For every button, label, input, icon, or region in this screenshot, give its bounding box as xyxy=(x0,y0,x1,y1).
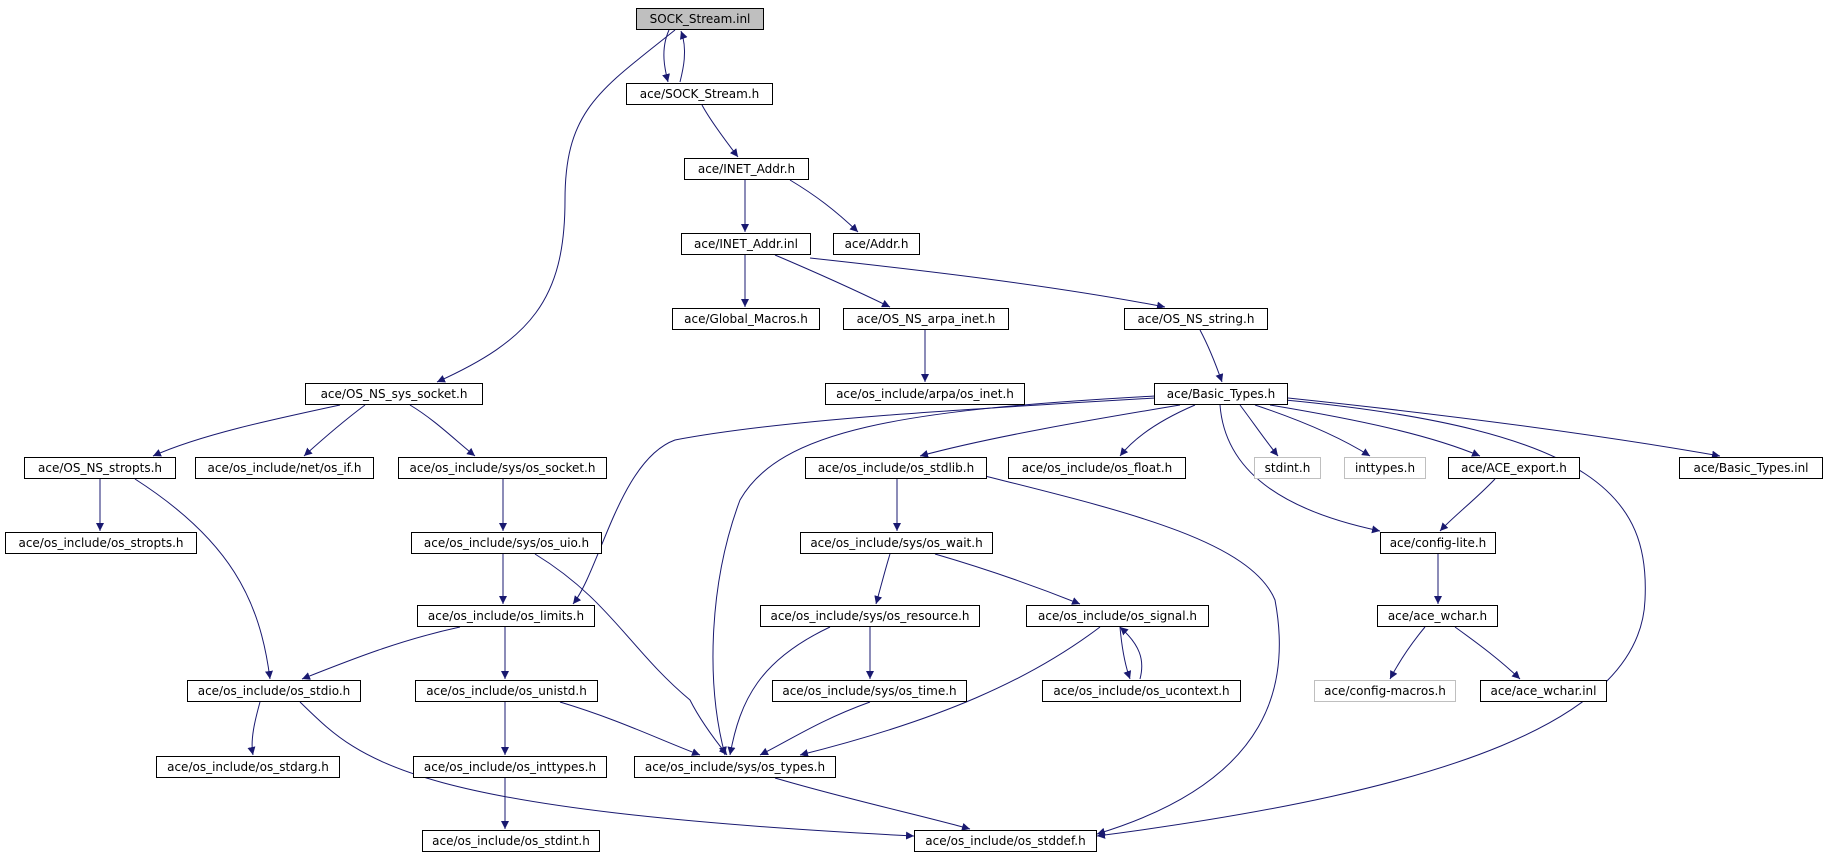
node-os-ns-sys-socket-h[interactable]: ace/OS_NS_sys_socket.h xyxy=(305,383,483,405)
edge-basic-types-h-to-os-limits-h xyxy=(572,397,1156,605)
node-ace-export-h[interactable]: ace/ACE_export.h xyxy=(1448,457,1580,479)
edge-sock-stream-inl-to-sock-stream-h xyxy=(662,29,670,83)
node-os-uio-h[interactable]: ace/os_include/sys/os_uio.h xyxy=(411,532,602,554)
edge-os-wait-h-to-os-signal-h xyxy=(934,553,1081,605)
node-os-time-h[interactable]: ace/os_include/sys/os_time.h xyxy=(772,680,967,702)
edge-os-resource-h-to-os-types-h xyxy=(727,626,831,756)
edge-ace-wchar-h-to-config-macros-h xyxy=(1389,626,1426,680)
node-os-wait-h[interactable]: ace/os_include/sys/os_wait.h xyxy=(800,532,993,554)
edge-basic-types-h-to-os-types-h xyxy=(712,395,1156,756)
edge-os-stdlib-h-to-os-stddef-h xyxy=(984,475,1280,836)
node-inet-addr-inl[interactable]: ace/INET_Addr.inl xyxy=(681,233,811,255)
edge-ace-wchar-h-to-ace-wchar-inl xyxy=(1454,626,1521,680)
edge-ace-export-h-to-config-lite-h xyxy=(1439,478,1496,532)
edge-os-stdio-h-to-os-stddef-h xyxy=(299,701,915,840)
edge-os-uio-h-to-os-types-h xyxy=(534,553,728,756)
edge-basic-types-h-to-os-stdlib-h xyxy=(919,404,1181,458)
node-os-ucontext-h[interactable]: ace/os_include/os_ucontext.h xyxy=(1042,680,1241,702)
node-ace-wchar-h[interactable]: ace/ace_wchar.h xyxy=(1377,605,1498,627)
edge-sock-stream-h-to-sock-stream-inl xyxy=(679,30,688,83)
node-sock-stream-h[interactable]: ace/SOCK_Stream.h xyxy=(626,83,773,105)
node-os-ns-arpa-inet-h[interactable]: ace/OS_NS_arpa_inet.h xyxy=(843,308,1009,330)
node-os-stdlib-h[interactable]: ace/os_include/os_stdlib.h xyxy=(805,457,987,479)
node-os-stdio-h[interactable]: ace/os_include/os_stdio.h xyxy=(187,680,361,702)
edge-os-ns-sys-socket-h-to-os-socket-h xyxy=(409,404,476,457)
edge-basic-types-h-to-ace-export-h xyxy=(1269,404,1481,457)
edge-basic-types-h-to-inttypes-h xyxy=(1254,404,1371,457)
edge-os-limits-h-to-os-stdio-h xyxy=(301,626,461,680)
node-ace-wchar-inl[interactable]: ace/ace_wchar.inl xyxy=(1480,680,1607,702)
node-config-macros-h[interactable]: ace/config-macros.h xyxy=(1314,680,1456,702)
node-os-types-h[interactable]: ace/os_include/sys/os_types.h xyxy=(634,756,836,778)
edge-os-ucontext-h-to-os-signal-h xyxy=(1119,626,1143,680)
node-os-signal-h[interactable]: ace/os_include/os_signal.h xyxy=(1026,605,1209,627)
node-os-stdint-h[interactable]: ace/os_include/os_stdint.h xyxy=(422,830,600,852)
edge-basic-types-h-to-stdint-h xyxy=(1239,404,1279,457)
edge-os-ns-string-h-to-basic-types-h xyxy=(1199,329,1224,383)
edge-inet-addr-inl-to-os-ns-string-h xyxy=(809,257,1166,310)
node-os-inet-h[interactable]: ace/os_include/arpa/os_inet.h xyxy=(825,383,1025,405)
edge-basic-types-h-to-os-float-h xyxy=(1119,404,1196,457)
node-basic-types-inl[interactable]: ace/Basic_Types.inl xyxy=(1679,457,1823,479)
node-os-unistd-h[interactable]: ace/os_include/os_unistd.h xyxy=(415,680,598,702)
edge-inet-addr-inl-to-os-ns-arpa-inet-h xyxy=(774,254,891,308)
edge-os-wait-h-to-os-resource-h xyxy=(874,553,891,605)
edge-inet-addr-h-to-addr-h xyxy=(789,179,859,233)
node-os-ns-string-h[interactable]: ace/OS_NS_string.h xyxy=(1124,308,1268,330)
node-os-stropts-h[interactable]: ace/os_include/os_stropts.h xyxy=(5,532,197,554)
edge-os-ns-stropts-h-to-os-stdio-h xyxy=(134,478,273,680)
edge-os-stdio-h-to-os-stdarg-h xyxy=(247,701,261,756)
edge-os-signal-h-to-os-types-h xyxy=(799,626,1101,757)
edge-os-ns-sys-socket-h-to-os-ns-stropts-h xyxy=(152,404,341,457)
node-os-ns-stropts-h[interactable]: ace/OS_NS_stropts.h xyxy=(24,457,176,479)
node-inttypes-h[interactable]: inttypes.h xyxy=(1344,457,1426,479)
node-addr-h[interactable]: ace/Addr.h xyxy=(833,233,920,255)
node-inet-addr-h[interactable]: ace/INET_Addr.h xyxy=(684,158,809,180)
node-os-socket-h[interactable]: ace/os_include/sys/os_socket.h xyxy=(398,457,607,479)
node-os-if-h[interactable]: ace/os_include/net/os_if.h xyxy=(195,457,374,479)
node-os-inttypes-h[interactable]: ace/os_include/os_inttypes.h xyxy=(413,756,607,778)
edge-os-time-h-to-os-types-h xyxy=(759,701,871,756)
node-os-stddef-h[interactable]: ace/os_include/os_stddef.h xyxy=(914,830,1097,852)
node-config-lite-h[interactable]: ace/config-lite.h xyxy=(1380,532,1496,554)
node-os-float-h[interactable]: ace/os_include/os_float.h xyxy=(1008,457,1186,479)
node-os-stdarg-h[interactable]: ace/os_include/os_stdarg.h xyxy=(156,756,340,778)
node-os-limits-h[interactable]: ace/os_include/os_limits.h xyxy=(417,605,595,627)
edge-basic-types-h-to-config-lite-h xyxy=(1219,404,1381,534)
node-global-macros-h[interactable]: ace/Global_Macros.h xyxy=(672,308,820,330)
edge-sock-stream-h-to-inet-addr-h xyxy=(701,104,739,158)
node-stdint-h[interactable]: stdint.h xyxy=(1254,457,1321,479)
node-basic-types-h[interactable]: ace/Basic_Types.h xyxy=(1154,383,1288,405)
edge-sock-stream-inl-to-os-ns-sys-socket-h xyxy=(436,29,676,383)
edge-basic-types-h-to-basic-types-inl xyxy=(1287,397,1721,459)
edge-os-ns-sys-socket-h-to-os-if-h xyxy=(303,404,366,457)
node-os-resource-h[interactable]: ace/os_include/sys/os_resource.h xyxy=(760,605,980,627)
edge-os-unistd-h-to-os-types-h xyxy=(559,701,701,756)
edge-os-types-h-to-os-stddef-h xyxy=(774,777,971,831)
node-sock-stream-inl[interactable]: SOCK_Stream.inl xyxy=(636,8,764,30)
edge-basic-types-h-to-os-stddef-h xyxy=(1096,399,1646,839)
